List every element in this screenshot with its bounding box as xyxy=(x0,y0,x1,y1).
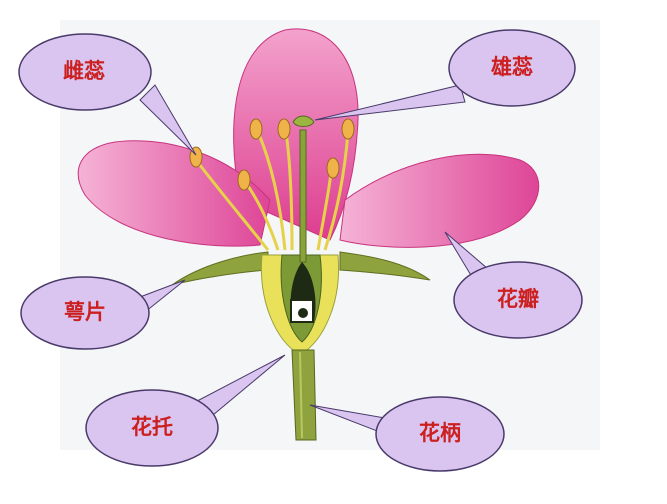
petal-top xyxy=(233,28,359,241)
label-pistil: 雌蕊 xyxy=(63,59,105,83)
label-petal: 花瓣 xyxy=(497,287,539,311)
callout-pistil: 雌蕊 xyxy=(18,33,197,156)
callout-stamen: 雄蕊 xyxy=(314,29,576,121)
label-receptacle: 花托 xyxy=(131,415,173,439)
callout-sepal: 萼片 xyxy=(20,276,186,350)
pistil-stigma xyxy=(292,115,315,127)
callout-receptacle: 花托 xyxy=(85,354,286,467)
pistil-style xyxy=(299,129,307,263)
callout-petal: 花瓣 xyxy=(444,231,583,339)
label-pedicel: 花柄 xyxy=(419,421,461,445)
label-sepal: 萼片 xyxy=(64,300,106,324)
pedicel-highlight xyxy=(299,351,303,439)
callout-pedicel: 花柄 xyxy=(309,396,505,472)
petal-right xyxy=(339,153,540,248)
ovule-core xyxy=(298,308,308,318)
petal-left xyxy=(77,140,271,247)
pedicel-stalk xyxy=(291,349,317,441)
sepal-right xyxy=(339,251,431,281)
stamen-anthers xyxy=(189,118,355,191)
label-stamen: 雄蕊 xyxy=(490,55,533,79)
